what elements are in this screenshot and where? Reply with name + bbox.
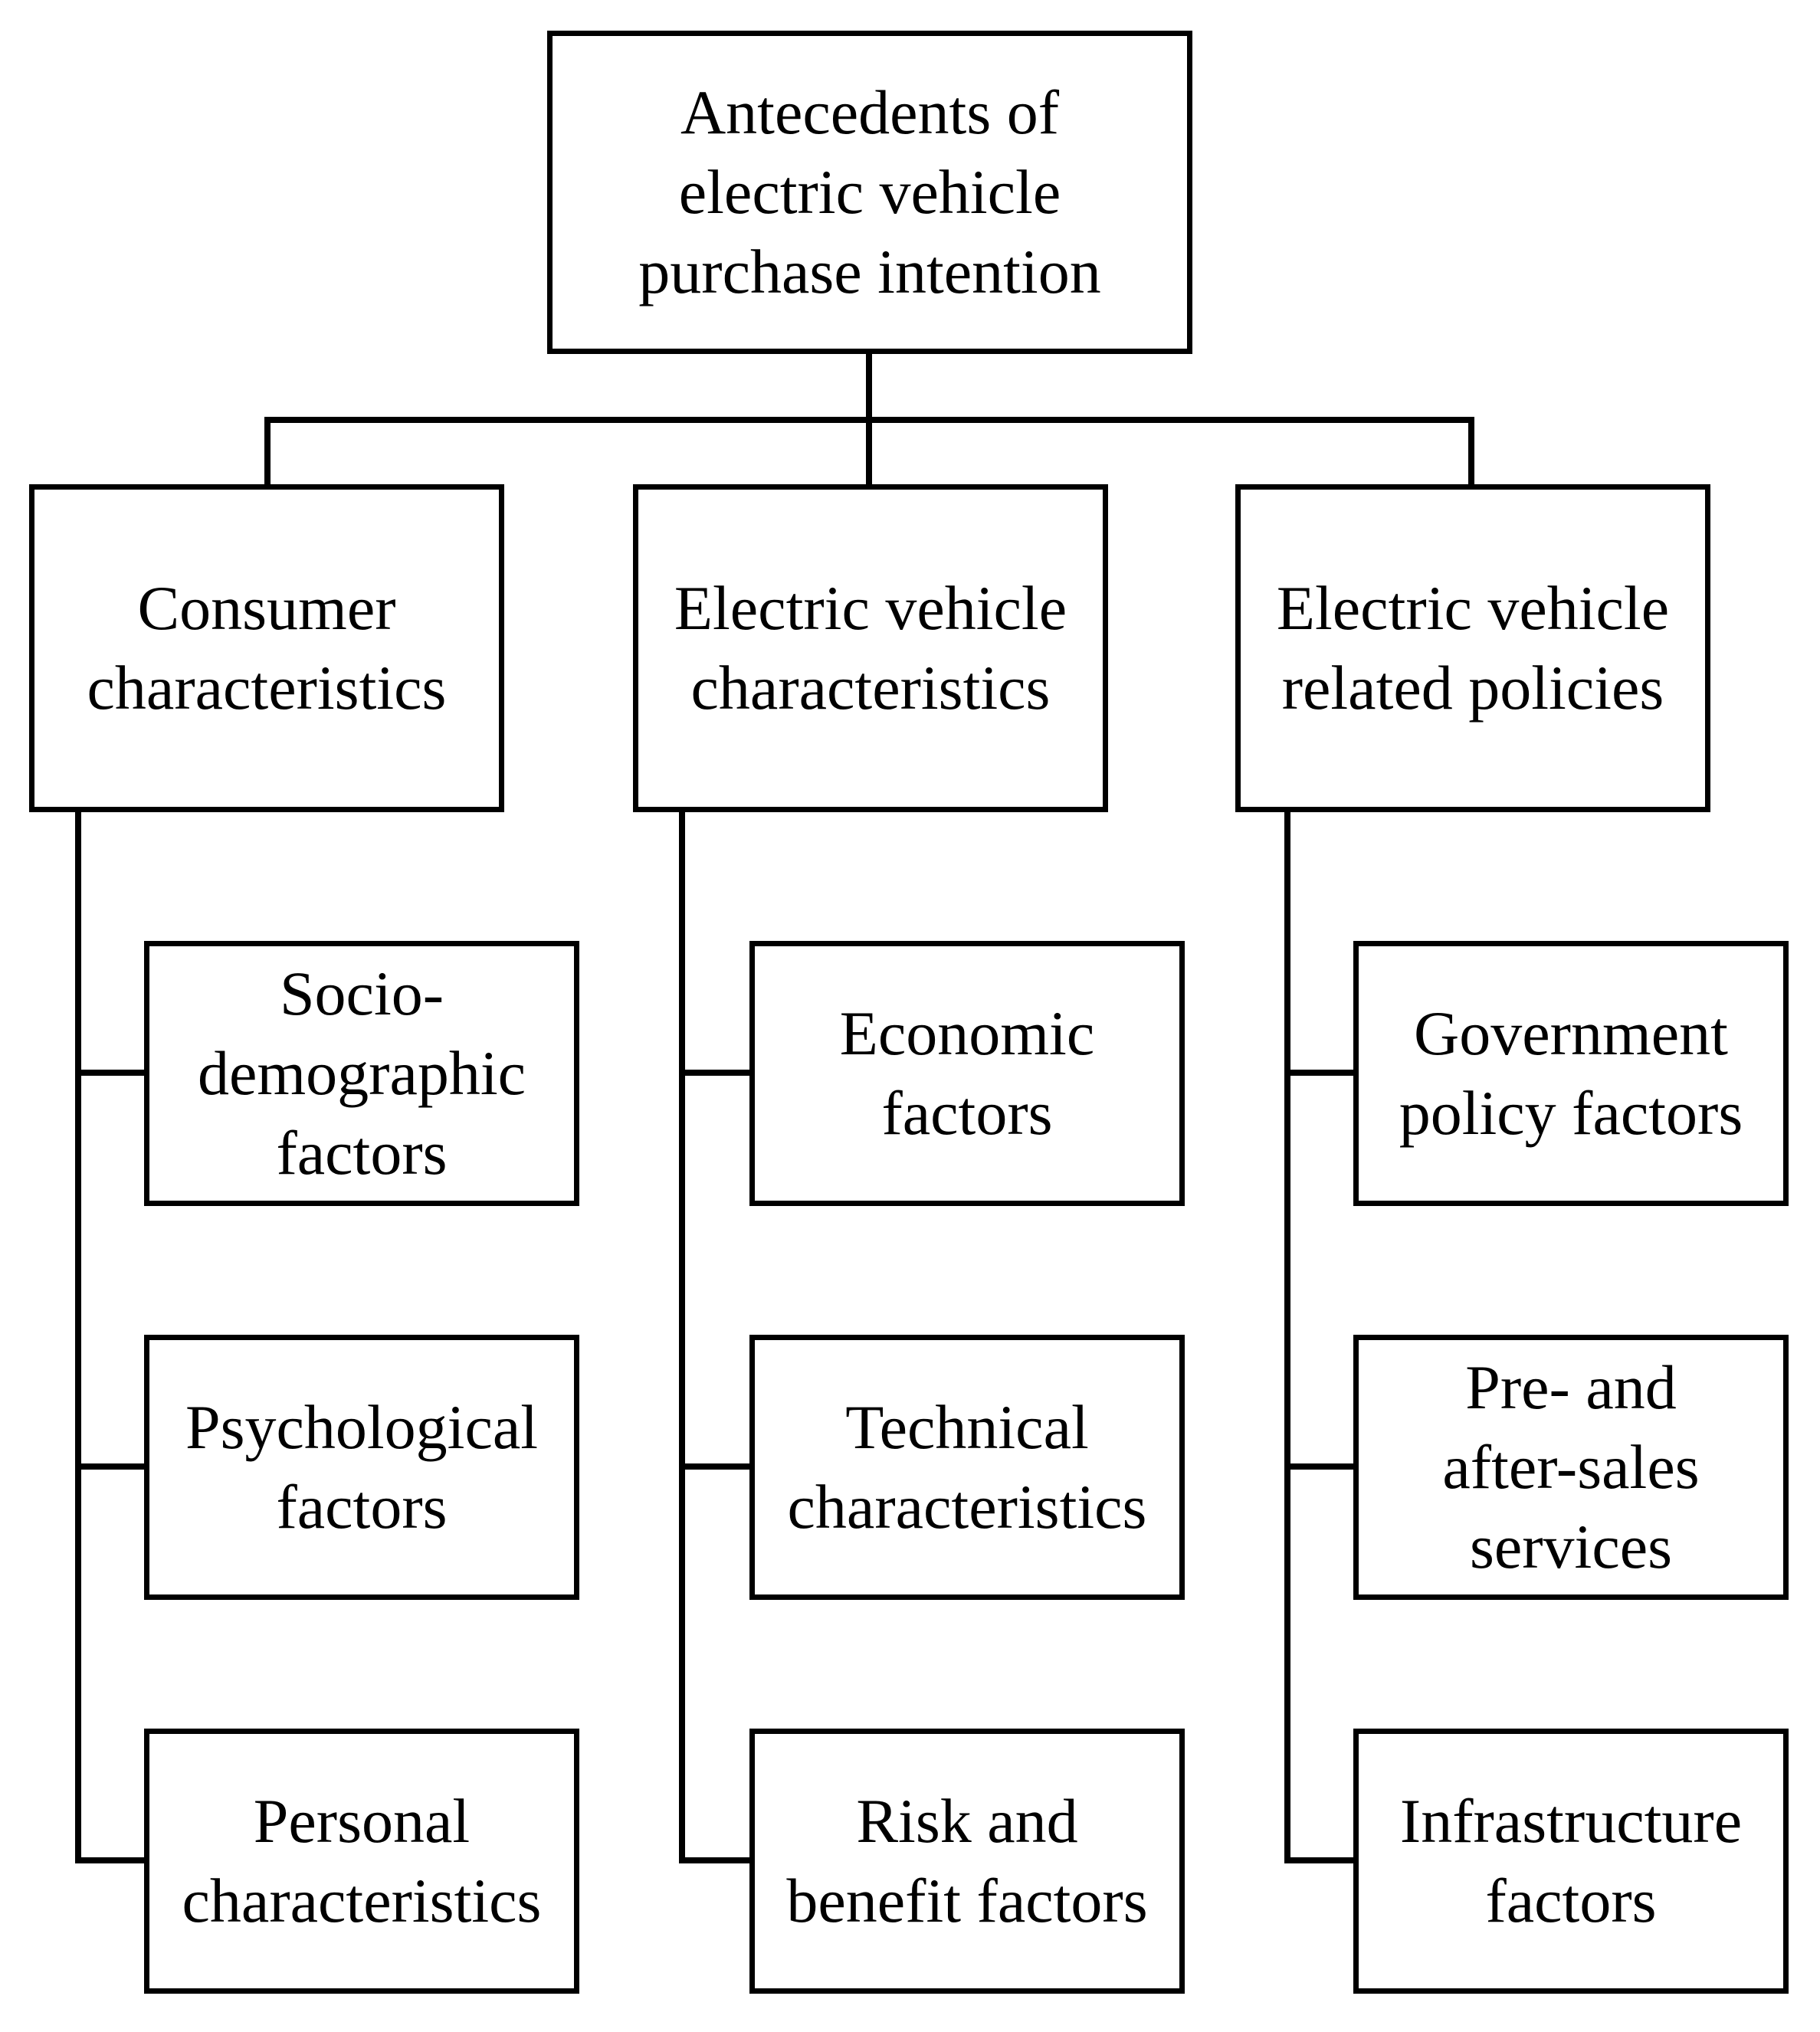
factor-technical-characteristics: Technical characteristics [749, 1335, 1185, 1600]
root-node: Antecedents of electric vehicle purchase… [547, 31, 1192, 354]
factor-technical-label: Technical characteristics [787, 1392, 1147, 1542]
factor-socio-demographic-label: Socio- demographic factors [197, 959, 526, 1188]
factor-infrastructure: Infrastructure factors [1353, 1729, 1789, 1994]
category-ev-related-policies: Electric vehicle related policies [1235, 484, 1710, 812]
factor-risk-and-benefit: Risk and benefit factors [749, 1729, 1185, 1994]
factor-pre-and-after-sales-services: Pre- and after-sales services [1353, 1335, 1789, 1600]
category-consumer-label: Consumer characteristics [87, 573, 447, 723]
category-ev-characteristics-label: Electric vehicle characteristics [674, 573, 1067, 723]
factor-infrastructure-label: Infrastructure factors [1399, 1786, 1743, 1935]
factor-risk-benefit-label: Risk and benefit factors [786, 1786, 1148, 1935]
factor-psychological-label: Psychological factors [185, 1392, 539, 1542]
factor-economic: Economic factors [749, 941, 1185, 1206]
factor-economic-label: Economic factors [839, 998, 1095, 1148]
factor-socio-demographic: Socio- demographic factors [144, 941, 579, 1206]
category-ev-characteristics: Electric vehicle characteristics [633, 484, 1108, 812]
factor-government-policy-label: Government policy factors [1399, 998, 1743, 1148]
factor-psychological: Psychological factors [144, 1335, 579, 1600]
factor-personal-label: Personal characteristics [182, 1786, 542, 1935]
factor-government-policy: Government policy factors [1353, 941, 1789, 1206]
category-consumer-characteristics: Consumer characteristics [29, 484, 504, 812]
factor-pre-after-sales-label: Pre- and after-sales services [1442, 1352, 1700, 1581]
category-ev-policies-label: Electric vehicle related policies [1276, 573, 1670, 723]
factor-personal-characteristics: Personal characteristics [144, 1729, 579, 1994]
root-node-label: Antecedents of electric vehicle purchase… [638, 77, 1101, 306]
